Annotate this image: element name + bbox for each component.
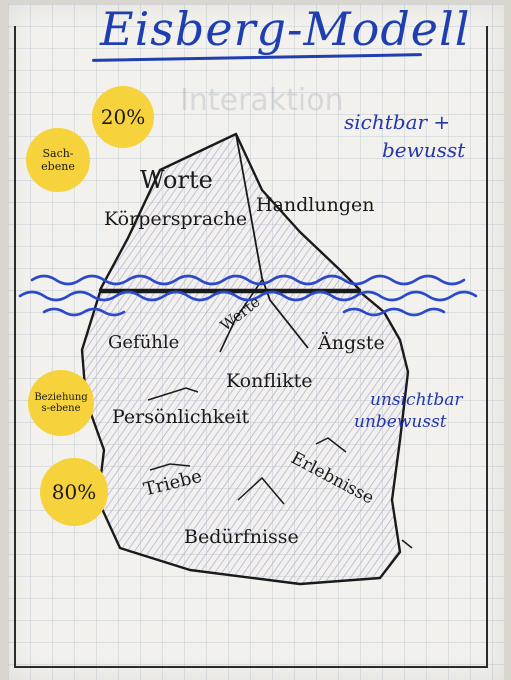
label-koerpersprache: Körpersprache <box>104 208 248 230</box>
iceberg-body <box>80 290 410 586</box>
invisible-label-line2: unbewusst <box>354 412 447 432</box>
label-konflikte: Konflikte <box>226 370 313 392</box>
ridge-line-b <box>149 463 191 471</box>
label-beduerfnisse: Bedürfnisse <box>184 526 299 548</box>
wave-4 <box>342 307 446 317</box>
ridge-line-a <box>147 387 199 401</box>
label-gefuehle: Gefühle <box>108 332 180 353</box>
wave-3 <box>42 307 126 317</box>
faint-background-text: Interaktion <box>180 83 344 118</box>
label-persoenlichkeit: Persönlichkeit <box>112 406 250 428</box>
page-title: Eisberg-Modell <box>100 2 471 56</box>
circle-sachebene: Sach-ebene <box>26 128 90 192</box>
wave-1 <box>30 274 466 286</box>
label-worte: Worte <box>140 166 213 194</box>
ridge-line-e <box>401 539 413 549</box>
water-waves <box>18 274 478 317</box>
ridge-line-left <box>219 279 263 353</box>
label-aengste: Ängste <box>318 332 385 354</box>
ridge-line-d <box>315 437 347 453</box>
beziehungsebene-label: Beziehungs-ebene <box>34 392 88 414</box>
ridge-line-main <box>235 133 309 349</box>
circle-80-percent: 80% <box>40 458 108 526</box>
ridge-line-c <box>237 476 285 505</box>
sachebene-label: Sach-ebene <box>41 147 75 173</box>
top-percent-label: 20% <box>100 105 146 129</box>
label-handlungen: Handlungen <box>256 194 375 216</box>
circle-20-percent: 20% <box>92 86 154 148</box>
circle-beziehungsebene: Beziehungs-ebene <box>28 370 94 436</box>
iceberg-tip <box>98 132 362 292</box>
wave-2 <box>18 290 478 302</box>
bottom-percent-label: 80% <box>51 480 97 504</box>
page-frame <box>14 26 488 668</box>
invisible-label-line1: unsichtbar <box>370 390 463 410</box>
visible-label-line1: sichtbar + <box>344 110 451 134</box>
visible-label-line2: bewusst <box>382 138 466 162</box>
